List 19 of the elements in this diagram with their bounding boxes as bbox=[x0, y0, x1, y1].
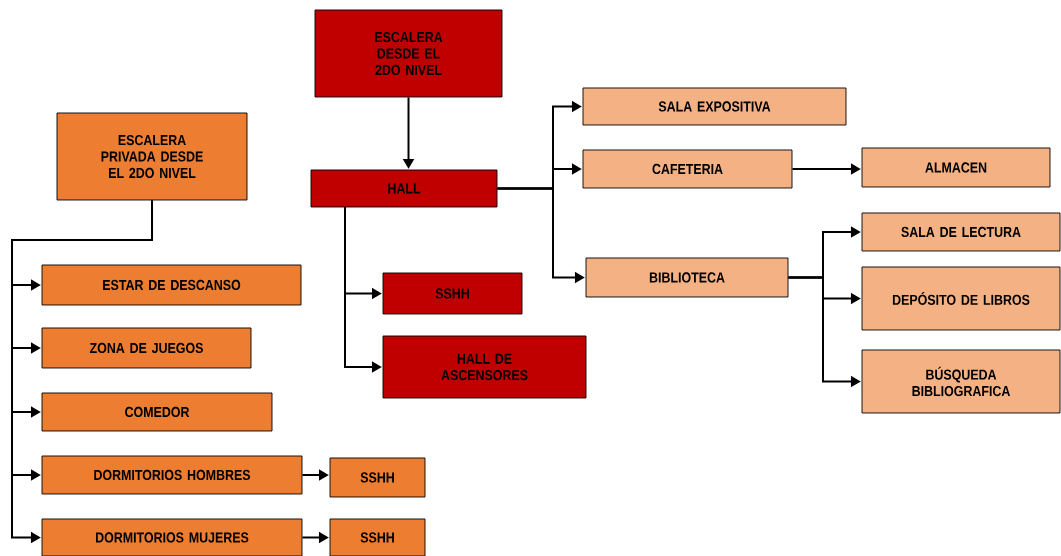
room-box: SALA DE LECTURA bbox=[861, 212, 1061, 252]
room-box: CAFETERIA bbox=[582, 149, 793, 189]
room-box: BIBLIOTECA bbox=[585, 257, 789, 298]
room-box: ALMACEN bbox=[861, 147, 1051, 188]
room-box: SALA EXPOSITIVA bbox=[582, 87, 847, 126]
room-box: HALL bbox=[310, 169, 498, 208]
room-box: COMEDOR bbox=[41, 392, 273, 432]
room-box: ZONA DE JUEGOS bbox=[41, 327, 252, 369]
room-box: HALL DE ASCENSORES bbox=[382, 335, 587, 399]
room-box: BÚSQUEDA BIBLIOGRAFICA bbox=[861, 349, 1061, 414]
room-box: SSHH bbox=[329, 518, 426, 556]
room-box: ESCALERA PRIVADA DESDE EL 2DO NIVEL bbox=[56, 112, 248, 201]
room-box: SSHH bbox=[329, 457, 426, 498]
room-box: DORMITORIOS MUJERES bbox=[41, 518, 303, 556]
room-box: DORMITORIOS HOMBRES bbox=[41, 455, 303, 495]
room-box: ESTAR DE DESCANSO bbox=[41, 264, 302, 306]
room-box: ESCALERA DESDE EL 2DO NIVEL bbox=[314, 9, 503, 98]
room-box: DEPÓSITO DE LIBROS bbox=[861, 266, 1061, 331]
room-box: SSHH bbox=[382, 272, 523, 315]
